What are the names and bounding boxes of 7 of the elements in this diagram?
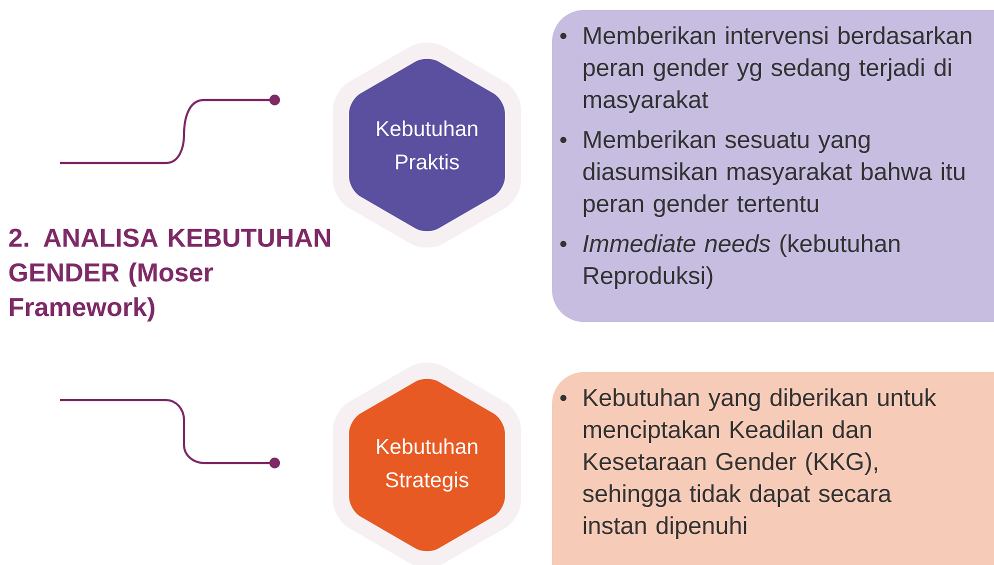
connector-line bbox=[60, 398, 280, 468]
text-panel: Kebutuhan yang diberikan untuk menciptakan Keadilan dan Kesetaraan Gender (KKG), sehingga tidak dapat secara instan dipenuhi bbox=[552, 372, 994, 565]
hexagon: Kebutuhan Strategis bbox=[333, 362, 521, 565]
text-panel: Memberikan intervensi berdasarkan peran gender yg sedang terjadi di masyarakat Memberikan sesuatu yang diasumsikan masyarakat bahwa itu peran gender tertentu Immediate needs (kebutuhan Reproduksi) bbox=[552, 10, 994, 322]
connector-line bbox=[60, 94, 280, 164]
hexagon: Kebutuhan Praktis bbox=[333, 42, 521, 248]
heading: 2. ANALISA KEBUTUHAN GENDER (Moser Framework) bbox=[9, 228, 330, 322]
